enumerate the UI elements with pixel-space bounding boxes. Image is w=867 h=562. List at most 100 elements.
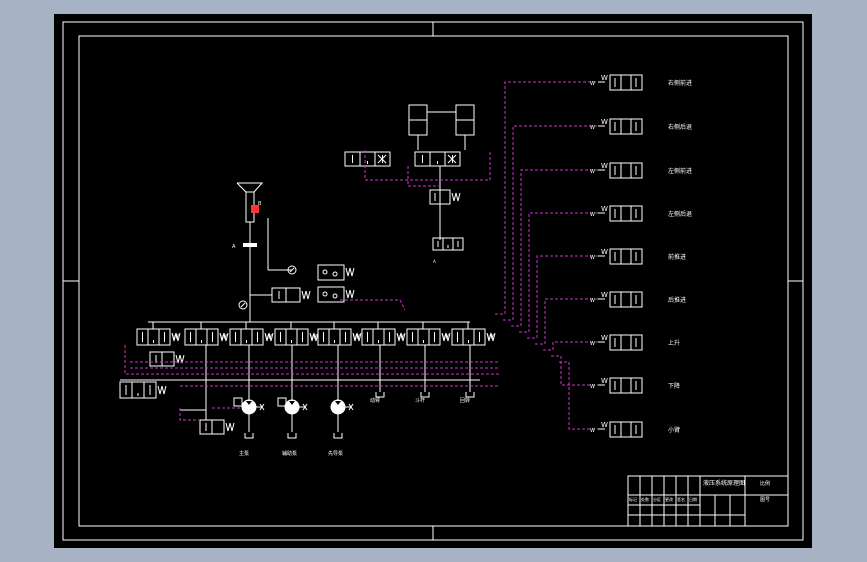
valve-mark-small: W: [590, 428, 595, 434]
spring-symbol: [219, 332, 229, 342]
title-block-row-label: 标记: [629, 496, 637, 502]
valve-mark-small: W: [590, 298, 595, 304]
spring-symbol: [264, 332, 274, 342]
pilot-line-right-3: [511, 169, 598, 327]
pilot-line-right-4: [519, 212, 598, 333]
pilot-upper-link: [407, 166, 440, 187]
spring-symbol: [345, 267, 355, 277]
spring-symbol: [225, 422, 235, 432]
pilot-line-right-7: [543, 341, 598, 351]
valve-mark-small: W: [590, 169, 595, 175]
load-label: 回转: [460, 397, 470, 404]
valve-w-mark: W: [172, 333, 179, 341]
load-tank: [375, 392, 385, 398]
valve-body: [609, 377, 643, 394]
valve-w-mark: W: [601, 205, 608, 213]
pump-label: 主泵: [239, 450, 249, 457]
cross-mark: [447, 154, 457, 164]
pilot-left-link: [179, 408, 200, 421]
upper-lower-valve: [432, 237, 464, 251]
pressure-gauge-top: [287, 265, 297, 275]
valve-body: [609, 248, 643, 265]
port-label: A: [232, 244, 236, 250]
pump-tank: [333, 433, 343, 439]
valve-body: [609, 421, 643, 438]
cylinder-foot: [243, 243, 257, 247]
gauge-circle: [287, 265, 297, 275]
valve-function-label: 左侧前进: [668, 167, 692, 175]
port-label: B: [258, 201, 262, 207]
valve-w-mark: W: [442, 333, 449, 341]
upper-valve-left: [344, 151, 391, 167]
pilot-line-right-9: [559, 361, 598, 430]
accessory-dot: [332, 293, 338, 299]
manifold-valve-2: [184, 328, 229, 346]
left-stack-valve-2: [119, 381, 167, 399]
pilot-upper-loop: [364, 150, 491, 181]
spring-symbol: [486, 332, 496, 342]
pilot-line-right-5: [527, 255, 598, 339]
title-block-row-label: 签名: [677, 496, 685, 502]
pilot-line-right-8: [551, 355, 598, 386]
pilot-to-manifold: [340, 299, 406, 311]
valve-function-label: 右侧后退: [668, 123, 692, 131]
valve-w-mark: W: [601, 334, 608, 342]
upper-cylinders: [408, 104, 475, 150]
pump-triangle: [335, 401, 341, 405]
accessory-box-2: [317, 286, 345, 303]
pilot-line-right-1: [495, 81, 598, 315]
valve-function-label: 后推进: [668, 296, 686, 304]
valve-body: [344, 151, 391, 167]
title-block: 液压系统原理图标记处数分区更改签名日期比例图号: [627, 475, 789, 527]
pump-triangle: [246, 401, 252, 405]
cross-mark: [377, 154, 387, 164]
accessory-dot: [322, 291, 328, 297]
gauge-needle: [289, 267, 295, 273]
title-block-frame: [627, 475, 789, 527]
pilot-line-right-6: [535, 298, 598, 345]
valve-body: [609, 118, 643, 135]
valve-w-mark: W: [265, 333, 272, 341]
manifold-valve-3: [229, 328, 274, 346]
valve-w-mark: W: [601, 377, 608, 385]
valve-function-label: 小臂: [668, 426, 680, 434]
spring-symbol: [441, 332, 451, 342]
valve-function-label: 右侧前进: [668, 79, 692, 87]
pump-label: 先导泵: [328, 450, 343, 457]
drive-mark: [259, 403, 265, 411]
spring-symbol: [301, 290, 311, 300]
title-block-scale: 比例: [760, 480, 770, 487]
spring-symbol: [352, 332, 362, 342]
spring-symbol: [171, 332, 181, 342]
load-tank: [420, 392, 430, 398]
accessory-body: [317, 286, 345, 303]
valve-w-mark: W: [601, 421, 608, 429]
valve-w-mark: W: [397, 333, 404, 341]
manifold-valve-8: [451, 328, 496, 346]
valve-w-mark: W: [601, 291, 608, 299]
pressure-gauge-left: [238, 300, 248, 310]
valve-w-mark: W: [487, 333, 494, 341]
valve-body: [609, 205, 643, 222]
drive-mark: [348, 403, 354, 411]
valve-body: [609, 334, 643, 351]
valve-mark-small: W: [590, 384, 595, 390]
gauge-needle: [240, 302, 246, 308]
load-label: 动臂: [370, 397, 380, 404]
spring-symbol: [157, 385, 167, 395]
valve-body: [609, 291, 643, 308]
small-label: A: [433, 259, 436, 264]
valve-mark-small: W: [590, 125, 595, 131]
accessory-box-1: [317, 264, 345, 281]
accessory-body: [317, 264, 345, 281]
pilot-line-right-2: [503, 125, 598, 321]
pump-tank: [244, 433, 254, 439]
cylinder-port-marker: [251, 205, 259, 213]
center-marks: [63, 22, 803, 540]
